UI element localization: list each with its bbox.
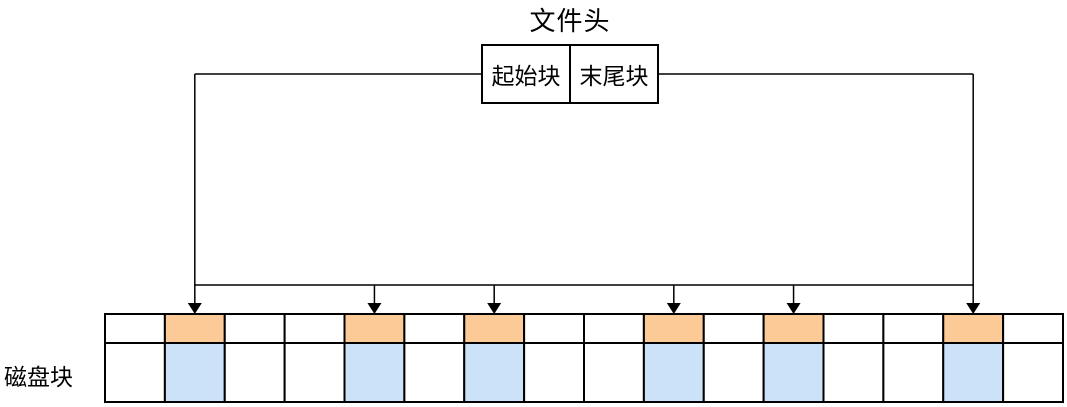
disk-block-top-free bbox=[403, 313, 466, 344]
disk-block-bottom-allocated bbox=[762, 342, 825, 403]
arrowhead-icon bbox=[187, 303, 202, 314]
disk-block-top-allocated bbox=[163, 313, 226, 344]
disk-block-bottom-allocated bbox=[463, 342, 526, 403]
disk-block-bottom-free bbox=[403, 342, 466, 403]
disk-block-bottom-free bbox=[702, 342, 765, 403]
start-block-cell: 起始块 bbox=[491, 63, 561, 89]
disk-block-top-free bbox=[104, 313, 166, 344]
file-header-title: 文件头 bbox=[529, 6, 611, 36]
disk-block-bottom-allocated bbox=[163, 342, 226, 403]
arrowhead-icon bbox=[786, 303, 801, 314]
disk-block-bottom-allocated bbox=[343, 342, 406, 403]
disk-block-bottom-free bbox=[104, 342, 166, 403]
disk-block-top-free bbox=[702, 313, 765, 344]
arrowhead-icon bbox=[367, 303, 382, 314]
disk-block-bottom-free bbox=[523, 342, 585, 403]
disk-block-bottom-free bbox=[882, 342, 945, 403]
end-block-cell: 末尾块 bbox=[569, 46, 657, 102]
arrowhead-icon bbox=[966, 303, 981, 314]
disk-block-bottom-free bbox=[583, 342, 645, 403]
arrowhead-icon bbox=[666, 303, 681, 314]
disk-block-top-free bbox=[583, 313, 645, 344]
disk-block-top-allocated bbox=[463, 313, 526, 344]
disk-block-bottom-free bbox=[1002, 342, 1064, 403]
disk-block-top-free bbox=[223, 313, 286, 344]
disk-block-top-free bbox=[882, 313, 945, 344]
disk-block-bottom-allocated bbox=[942, 342, 1005, 403]
disk-block-bottom-free bbox=[223, 342, 286, 403]
disk-block-top-free bbox=[523, 313, 585, 344]
disk-block-top-free bbox=[283, 313, 346, 344]
disk-block-bottom-free bbox=[283, 342, 346, 403]
disk-block-top-free bbox=[1002, 313, 1064, 344]
arrowhead-icon bbox=[487, 303, 502, 314]
disk-block-top-allocated bbox=[762, 313, 825, 344]
disk-block-bottom-allocated bbox=[642, 342, 705, 403]
disk-blocks-label: 磁盘块 bbox=[4, 364, 73, 390]
disk-block-top-allocated bbox=[642, 313, 705, 344]
disk-block-top-allocated bbox=[942, 313, 1005, 344]
disk-block-top-free bbox=[822, 313, 885, 344]
disk-block-top-allocated bbox=[343, 313, 406, 344]
file-header-box: 起始块 末尾块 bbox=[481, 44, 659, 104]
disk-block-bottom-free bbox=[822, 342, 885, 403]
